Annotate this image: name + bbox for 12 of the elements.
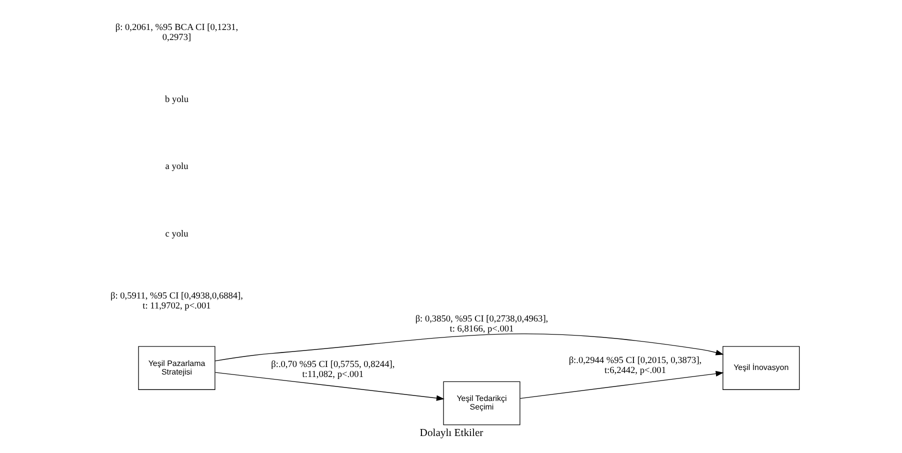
- label: β: 0,5911, %95 CI [0,4938,0,6884], t: 11,9702, p<.001: [110, 291, 242, 312]
- edge-label: β:.0,2944 %95 CI [0,2015, 0,3873], t:6,2442, p<.001: [568, 356, 702, 376]
- edge-label: β:.0,70 %95 CI [0,5755, 0,8244], t:11,082, p<.001: [270, 360, 394, 380]
- arrow: [214, 334, 724, 362]
- label: b yolu: [164, 95, 188, 106]
- label: a yolu: [164, 162, 188, 172]
- label: c yolu: [164, 229, 188, 240]
- edge-label: β: 0,3850, %95 CI [0,2738,0,4963], t: 6,8166, p<.001: [414, 314, 548, 335]
- arrow: [214, 372, 444, 401]
- arrow: [519, 370, 724, 399]
- caption: Dolaylı Etkiler: [419, 428, 483, 440]
- label: β: 0,2061, %95 BCA CI [0,1231, 0,2973]: [114, 22, 238, 43]
